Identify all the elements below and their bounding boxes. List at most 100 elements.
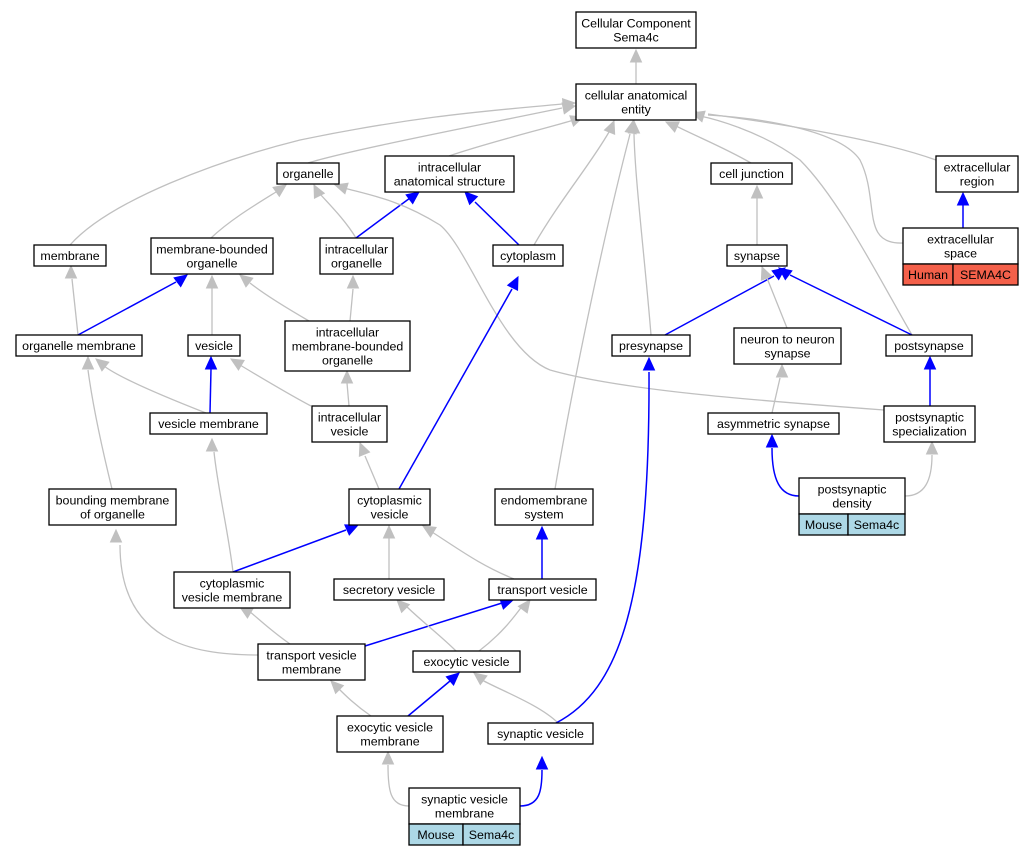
edge-2 xyxy=(448,119,575,157)
edge-13 xyxy=(707,114,904,244)
edge-20 xyxy=(664,275,775,336)
node-label: secretory vesicle xyxy=(343,583,435,597)
node-cytoplasm[interactable]: cytoplasm xyxy=(492,244,564,267)
edge-arrowhead-6 xyxy=(272,184,287,198)
edge-arrowhead-10 xyxy=(603,119,616,135)
node-box xyxy=(707,412,840,435)
node-label: system xyxy=(524,507,563,521)
node-transport-vesicle[interactable]: transport vesicle xyxy=(488,578,597,601)
node-organelle-membrane[interactable]: organelle membrane xyxy=(15,334,143,357)
node-label: synaptic vesicle xyxy=(421,792,508,806)
edge-27 xyxy=(346,382,350,407)
node-box xyxy=(173,571,291,609)
edge-arrowhead-30 xyxy=(333,182,349,195)
edge-26 xyxy=(239,364,312,407)
node-box xyxy=(488,578,597,601)
node-box xyxy=(611,334,691,357)
edge-arrowhead-7 xyxy=(313,183,326,199)
node-label: vesicle xyxy=(195,339,233,353)
edge-9 xyxy=(474,201,520,246)
node-box xyxy=(150,237,274,275)
edge-32 xyxy=(904,454,933,497)
node-box xyxy=(384,155,515,193)
node-label: bounding membrane xyxy=(56,493,170,507)
edge-arrowhead-31 xyxy=(765,433,779,448)
edge-arrowhead-47 xyxy=(330,680,345,695)
node-box xyxy=(408,787,521,825)
edge-arrowhead-46 xyxy=(517,599,531,614)
node-box xyxy=(883,405,976,443)
node-label: cytoplasmic xyxy=(357,493,422,507)
node-label: extracellular xyxy=(927,232,994,246)
node-exocytic-vesicle[interactable]: exocytic vesicle xyxy=(412,650,521,673)
node-box xyxy=(48,488,177,526)
node-synaptic-vesicle[interactable]: synaptic vesicle xyxy=(487,722,594,745)
edge-44 xyxy=(364,602,503,647)
edge-30 xyxy=(343,187,885,411)
node-presynapse[interactable]: presynapse xyxy=(611,334,691,357)
edge-arrowhead-36 xyxy=(624,119,637,135)
node-label: space xyxy=(944,246,977,260)
node-box xyxy=(885,334,973,357)
node-label: synapse xyxy=(734,249,780,263)
edge-arrowhead-8 xyxy=(405,191,420,205)
edge-33 xyxy=(87,369,113,490)
edge-25 xyxy=(103,365,207,414)
node-box xyxy=(412,650,521,673)
edge-arrowhead-34 xyxy=(506,275,519,291)
species-label: Mouse xyxy=(417,828,454,842)
edge-arrowhead-28 xyxy=(775,363,789,378)
node-label: organelle xyxy=(322,353,373,367)
node-organelle[interactable]: organelle xyxy=(276,162,340,185)
node-label: entity xyxy=(621,102,651,116)
edge-arrowhead-9 xyxy=(464,191,479,206)
edge-38 xyxy=(232,529,347,573)
node-label: density xyxy=(832,496,872,510)
edge-6 xyxy=(210,191,277,239)
node-vesicle[interactable]: vesicle xyxy=(187,334,241,357)
node-synapse[interactable]: synapse xyxy=(726,244,788,267)
node-label: membrane xyxy=(360,734,419,748)
node-label: asymmetric synapse xyxy=(717,417,830,431)
node-membrane[interactable]: membrane xyxy=(33,244,107,267)
gene-cell xyxy=(847,513,906,536)
node-secretory-vesicle[interactable]: secretory vesicle xyxy=(333,578,445,601)
node-asymmetric-synapse[interactable]: asymmetric synapse xyxy=(707,412,840,435)
node-vesicle-membrane[interactable]: vesicle membrane xyxy=(149,412,268,435)
edge-arrowhead-49 xyxy=(473,672,488,686)
node-label: postsynapse xyxy=(894,339,964,353)
node-postsynapse[interactable]: postsynapse xyxy=(885,334,973,357)
edge-arrowhead-12 xyxy=(956,191,970,206)
edge-arrowhead-35 xyxy=(358,441,371,457)
node-label: membrane-bounded xyxy=(292,339,404,353)
edge-arrowhead-40 xyxy=(535,525,549,540)
node-box xyxy=(935,155,1019,193)
node-label: membrane xyxy=(40,249,99,263)
gene-label: SEMA4C xyxy=(960,268,1011,282)
edge-50 xyxy=(555,371,650,724)
edge-37 xyxy=(213,451,234,573)
node-label: endomembrane xyxy=(501,493,588,507)
node-cell-junction[interactable]: cell junction xyxy=(710,162,793,185)
edge-34 xyxy=(398,288,513,490)
edge-8 xyxy=(355,197,411,239)
